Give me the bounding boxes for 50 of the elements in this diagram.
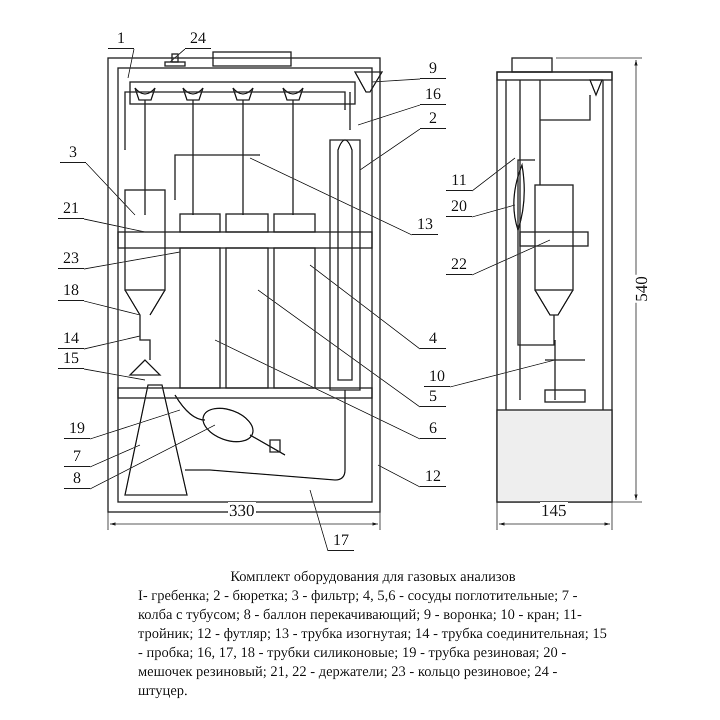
leader-line bbox=[84, 336, 140, 350]
callout-number: 20 bbox=[446, 198, 472, 217]
callout-number: 2 bbox=[420, 110, 446, 129]
callout-number: 23 bbox=[58, 250, 84, 269]
leader-line bbox=[250, 158, 412, 236]
leader-line bbox=[84, 252, 180, 270]
leader-line bbox=[84, 218, 146, 232]
callout-number: 9 bbox=[420, 60, 446, 79]
leader-line bbox=[378, 464, 420, 488]
leader-line bbox=[360, 128, 420, 170]
leader-line bbox=[86, 162, 136, 216]
leader-line bbox=[472, 240, 550, 276]
leader-line bbox=[84, 300, 140, 316]
caption-text: I- гребенка; 2 - бюретка; 3 - фильтр; 4, 5,6 - сосуды поглотительные; 7 - колба с тубусом; 8 - баллон перекачивающий; 9 - воронка; 10 - кран; 11- тройник; 12 - футляр; 13 - трубка изогнутая; 14 - трубка соединительная; 15 - пробка; 16, 17, 18 - трубки силиконовые; 19 - трубка резиновая; 20 - мешочек резиновый; 21, 22 - держатели; 23 - кольцо резиновое; 24 - штуцер. bbox=[138, 587, 608, 701]
callout-number: 7 bbox=[64, 448, 90, 467]
callout-number: 12 bbox=[420, 468, 446, 487]
callout-number: 4 bbox=[420, 330, 446, 349]
leader-line bbox=[170, 48, 186, 62]
callout-number: 6 bbox=[420, 420, 446, 439]
leader-line bbox=[90, 444, 140, 468]
callout-number: 5 bbox=[420, 388, 446, 407]
callout-number: 13 bbox=[412, 216, 438, 235]
callout-number: 15 bbox=[58, 350, 84, 369]
callout-number: 22 bbox=[446, 256, 472, 275]
callout-number: 11 bbox=[446, 172, 472, 191]
callout-number: 16 bbox=[420, 86, 446, 105]
leader-line bbox=[472, 204, 516, 218]
callout-number: 3 bbox=[60, 144, 86, 163]
leader-line bbox=[372, 78, 420, 82]
leader-line bbox=[310, 264, 420, 350]
callout-number: 14 bbox=[58, 330, 84, 349]
callout-number: 17 bbox=[328, 532, 354, 551]
leader-line bbox=[128, 48, 134, 78]
callout-number: 18 bbox=[58, 282, 84, 301]
callout-number: 10 bbox=[424, 368, 450, 387]
leader-line bbox=[214, 340, 420, 440]
leader-line bbox=[84, 368, 146, 380]
callout-number: 1 bbox=[108, 30, 134, 49]
leader-line bbox=[90, 424, 216, 490]
caption-title: Комплект оборудования для газовых анализов bbox=[230, 568, 516, 587]
leader-line bbox=[472, 158, 516, 192]
callout-number: 8 bbox=[64, 470, 90, 489]
leader-line bbox=[90, 410, 180, 440]
callout-number: 19 bbox=[64, 420, 90, 439]
leader-line bbox=[358, 104, 420, 126]
leader-line bbox=[450, 360, 556, 388]
callout-number: 24 bbox=[185, 30, 211, 49]
callout-number: 21 bbox=[58, 200, 84, 219]
leader-line bbox=[258, 290, 420, 408]
leader-line bbox=[310, 490, 328, 552]
